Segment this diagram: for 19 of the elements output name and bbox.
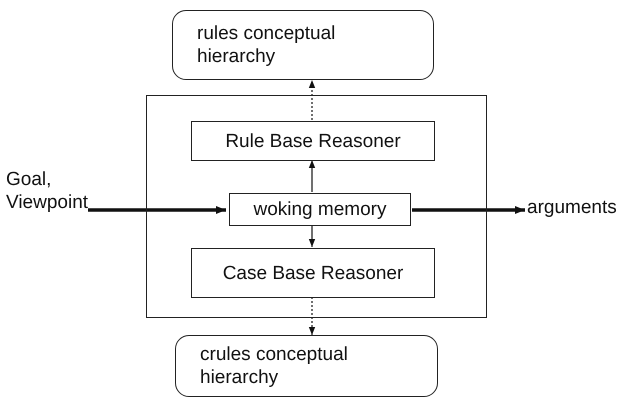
box-label: crules conceptual hierarchy [200,343,349,389]
box-label: Case Base Reasoner [222,262,404,284]
io-label: arguments [527,196,618,219]
box-label: rules conceptual hierarchy [197,22,336,68]
rounded-box [175,335,438,397]
box-label: Rule Base Reasoner [225,130,401,152]
rounded-box [172,10,434,80]
box-label: woking memory [253,198,387,221]
arrow [308,160,316,192]
io-label: Goal, Viewpoint [6,168,86,214]
arrow [308,80,316,120]
arrow [88,206,226,214]
process-box [191,121,435,161]
arrow [412,206,525,214]
arrow [308,225,316,247]
process-box [229,193,411,226]
process-box [191,248,435,298]
arrow [308,297,316,335]
system-frame [146,95,487,318]
